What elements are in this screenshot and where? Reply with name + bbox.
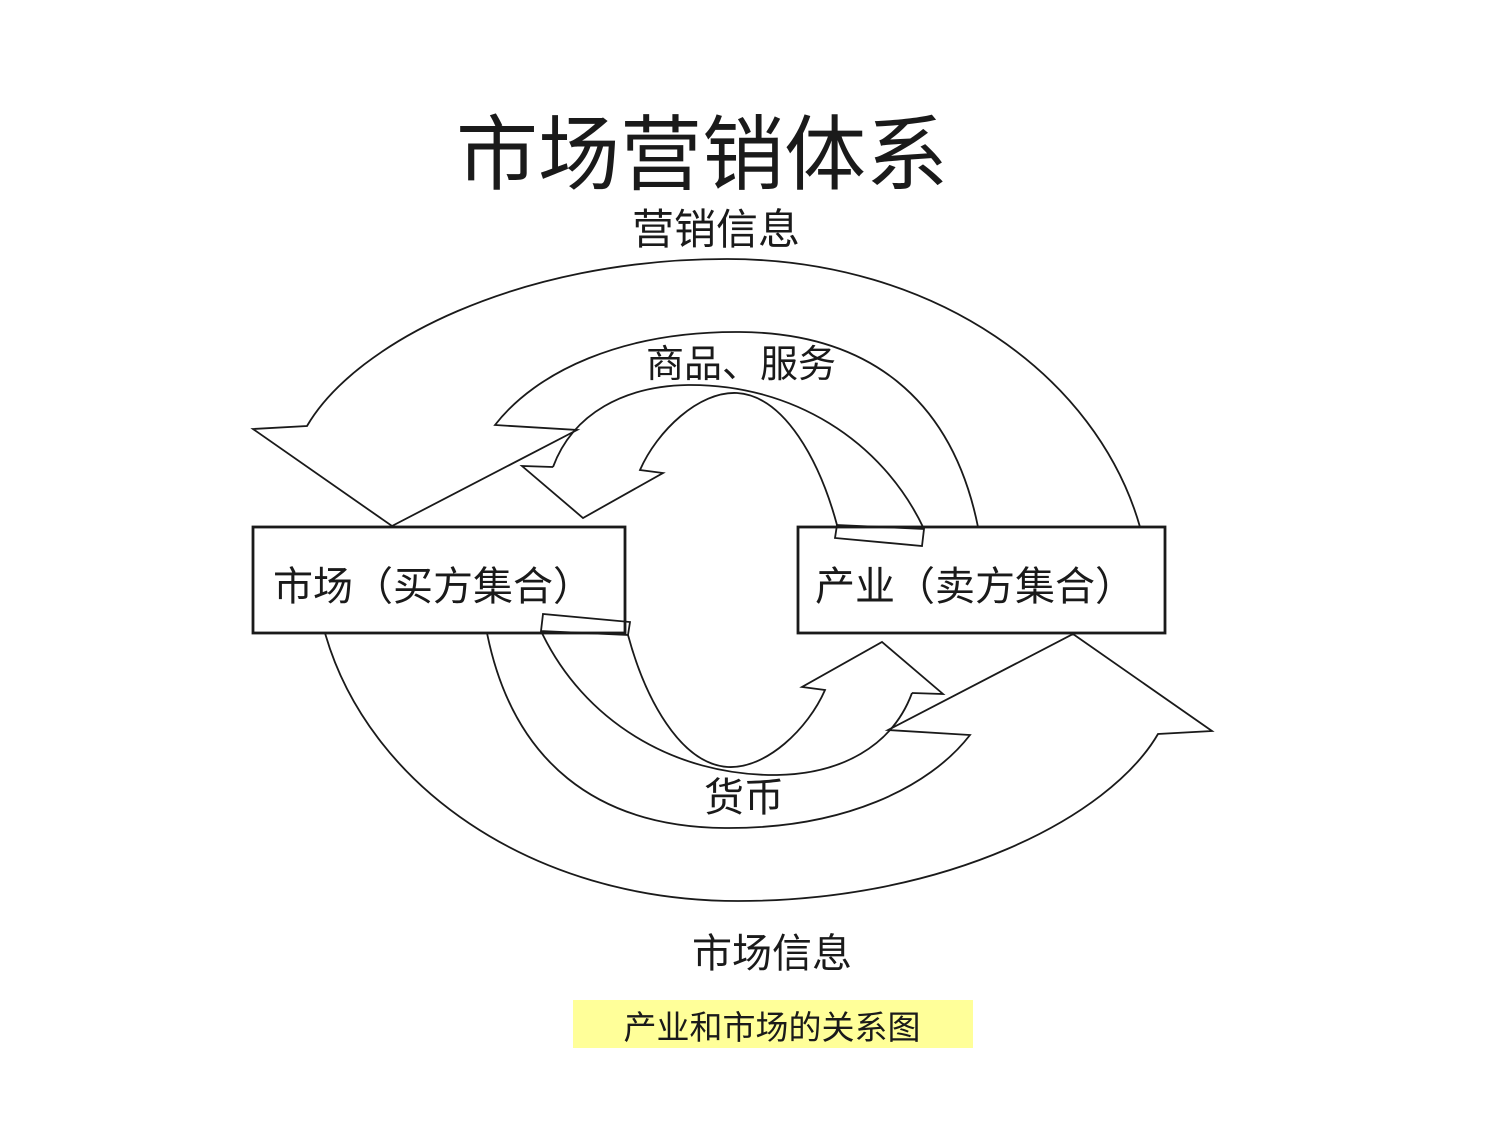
marketing-info-label: 营销信息 <box>632 207 800 254</box>
goods-services-arrow-outer-arc <box>552 384 925 530</box>
money-arrow-head <box>627 634 946 768</box>
goods-services-arrow <box>519 384 926 547</box>
industry-box <box>796 525 1167 635</box>
money-arrow-base <box>539 613 632 636</box>
goods-services-arrow-head <box>519 392 838 526</box>
goods-services-label: 商品、服务 <box>646 344 836 386</box>
caption-highlight <box>573 1000 973 1048</box>
goods-services-arrow-base <box>833 524 926 547</box>
diagram-lines <box>250 258 1215 902</box>
money-arrow-outer-arc <box>540 630 913 776</box>
market-info-label: 市场信息 <box>692 931 852 976</box>
page-title: 市场营销体系 <box>456 110 948 201</box>
money-arrow <box>539 613 946 776</box>
market-info-arrow <box>324 632 1215 902</box>
industry-box-label: 产业（卖方集合） <box>815 564 1135 609</box>
market-box-label: 市场（买方集合） <box>273 564 593 609</box>
caption-text: 产业和市场的关系图 <box>624 1010 921 1047</box>
money-label: 货币 <box>704 775 784 820</box>
marketing-info-arrow <box>250 258 1141 528</box>
